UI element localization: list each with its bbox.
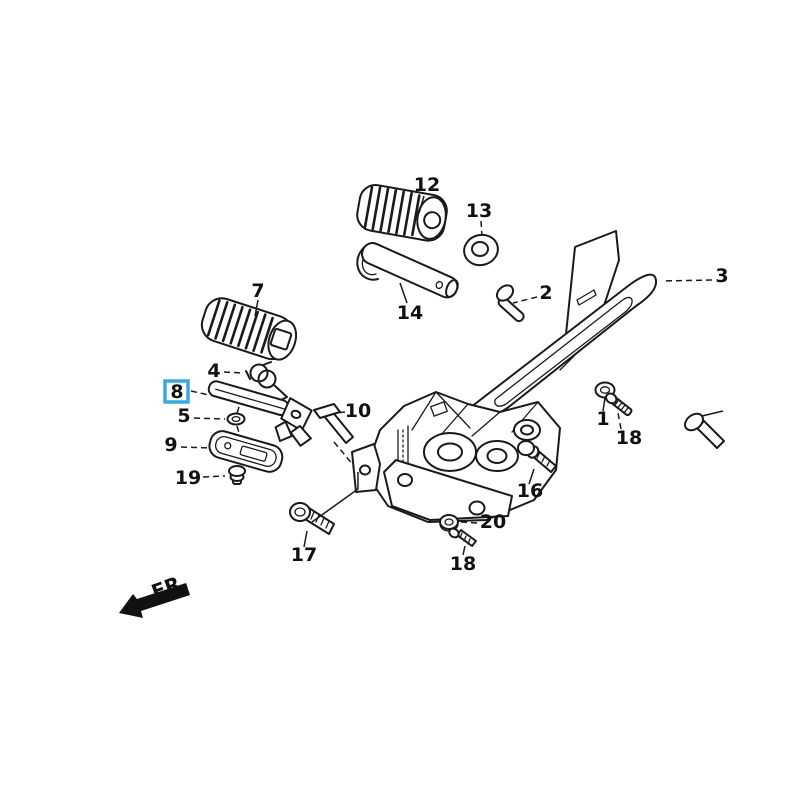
part-10-pin-drawing — [313, 403, 355, 467]
part-14-footrest-bar-drawing — [356, 242, 459, 299]
fr-arrow-icon — [119, 583, 190, 618]
part-20-washer-drawing — [439, 514, 459, 532]
fr-label: FR. — [148, 569, 191, 604]
highlighted-callout-8[interactable]: 8 — [163, 379, 190, 404]
part-3-footrest-bracket-drawing — [351, 230, 658, 523]
leader-lines — [180, 195, 713, 556]
callout-18-lower[interactable]: 18 — [450, 553, 476, 575]
callout-12[interactable]: 12 — [414, 174, 440, 196]
callout-10[interactable]: 10 — [345, 400, 371, 422]
callout-4[interactable]: 4 — [207, 360, 220, 382]
part-2-pin-drawing — [495, 284, 525, 323]
callout-16[interactable]: 16 — [517, 480, 543, 502]
part-19-bolt-drawing — [228, 465, 246, 485]
callout-7[interactable]: 7 — [251, 280, 264, 302]
part-4-spring-drawing — [245, 361, 288, 401]
callout-5[interactable]: 5 — [177, 405, 190, 427]
callout-3[interactable]: 3 — [715, 265, 728, 287]
part-pin-right-drawing — [684, 410, 725, 449]
part-8-footrest-arm-drawing — [207, 380, 313, 447]
callout-17[interactable]: 17 — [291, 544, 317, 566]
part-5-washer-drawing — [226, 406, 246, 437]
part-13-clip-drawing — [463, 233, 499, 267]
callout-20[interactable]: 20 — [480, 511, 506, 533]
callout-9[interactable]: 9 — [164, 434, 177, 456]
highlight-box — [163, 379, 190, 404]
part-16-bolt-drawing — [517, 440, 557, 473]
callout-1[interactable]: 1 — [596, 408, 609, 430]
part-18-upper-screw-drawing — [605, 392, 633, 417]
part-17-bolt-drawing — [289, 472, 359, 535]
callout-14[interactable]: 14 — [397, 302, 423, 324]
callout-18-upper[interactable]: 18 — [616, 427, 642, 449]
front-direction-indicator: FR. — [119, 569, 191, 618]
callout-19[interactable]: 19 — [175, 467, 201, 489]
part-12-footrest-rubber-drawing — [356, 184, 448, 242]
callout-8: 8 — [170, 381, 183, 403]
part-7-footrest-rubber-drawing — [200, 297, 298, 361]
callout-13[interactable]: 13 — [466, 200, 492, 222]
part-9-plate-drawing — [208, 430, 284, 473]
part-18-lower-screw-drawing — [448, 527, 477, 547]
callout-2[interactable]: 2 — [539, 282, 552, 304]
